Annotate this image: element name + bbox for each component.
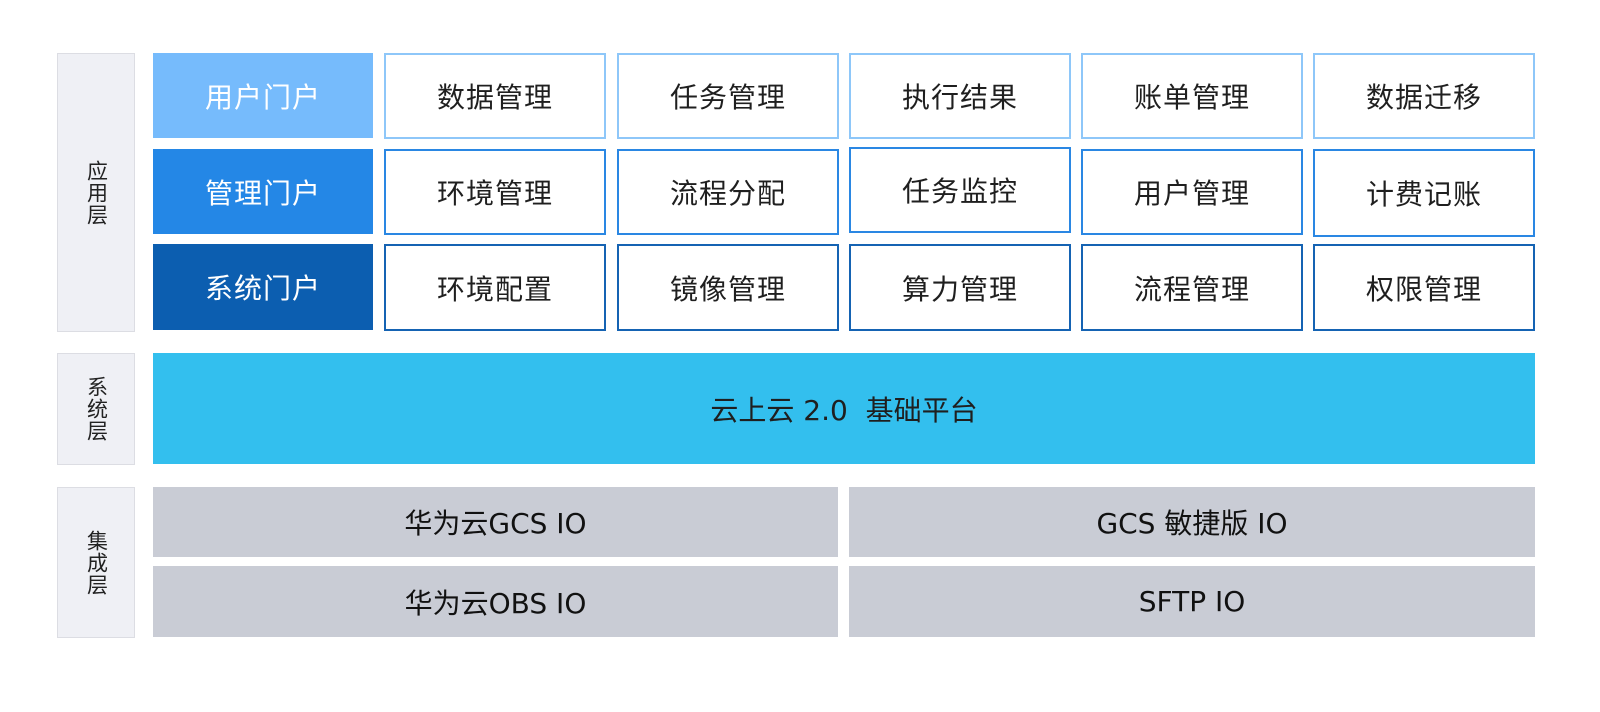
module-cell: 流程管理 <box>1081 244 1303 331</box>
portal-admin: 管理门户 <box>153 149 373 234</box>
module-cell: 权限管理 <box>1313 244 1535 331</box>
io-block: SFTP IO <box>849 566 1535 637</box>
io-block: 华为云GCS IO <box>153 487 838 557</box>
module-cell: 数据管理 <box>384 53 606 139</box>
platform-bar: 云上云 2.0 基础平台 <box>153 353 1535 464</box>
layer-label-integration: 集成层 <box>57 487 135 638</box>
layer-label-text: 应用层 <box>84 159 109 226</box>
io-block: 华为云OBS IO <box>153 566 838 637</box>
module-cell: 算力管理 <box>849 244 1071 331</box>
module-cell: 任务监控 <box>849 147 1071 233</box>
module-cell: 数据迁移 <box>1313 53 1535 139</box>
module-cell: 流程分配 <box>617 149 839 235</box>
layer-label-text: 系统层 <box>84 376 109 442</box>
module-cell: 环境管理 <box>384 149 606 235</box>
module-cell: 环境配置 <box>384 244 606 331</box>
module-cell: 执行结果 <box>849 53 1071 139</box>
layer-label-text: 集成层 <box>84 529 109 596</box>
portal-user: 用户门户 <box>153 53 373 138</box>
module-cell: 用户管理 <box>1081 149 1303 235</box>
layer-label-system: 系统层 <box>57 353 135 465</box>
io-block: GCS 敏捷版 IO <box>849 487 1535 557</box>
portal-system: 系统门户 <box>153 244 373 330</box>
module-cell: 镜像管理 <box>617 244 839 331</box>
layer-label-application: 应用层 <box>57 53 135 332</box>
module-cell: 任务管理 <box>617 53 839 139</box>
module-cell: 账单管理 <box>1081 53 1303 139</box>
module-cell: 计费记账 <box>1313 149 1535 237</box>
